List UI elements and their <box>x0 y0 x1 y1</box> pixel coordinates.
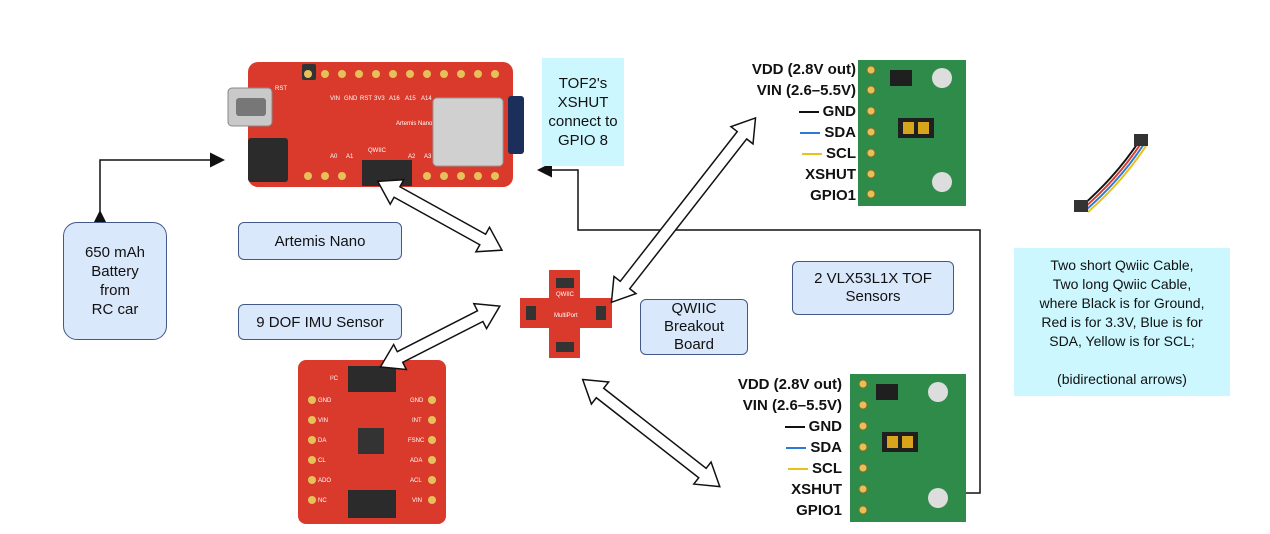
artemis-qwiic-text: QWIIC <box>368 148 387 154</box>
tof1-board <box>858 60 966 206</box>
tof2-pin-vin-text: VIN (2.6–5.5V) <box>742 397 842 414</box>
tof2-pin-vdd-text: VDD (2.8V out) <box>737 376 842 393</box>
tof2-pin-xshut-text: XSHUT <box>791 481 842 498</box>
tof2-pin-gpio1: GPIO1 <box>672 500 842 521</box>
tof1-pin-sda: SDA <box>686 122 856 143</box>
imu-left-pin-3: DA <box>318 438 326 444</box>
artemis-pin-a0: A0 <box>330 154 338 160</box>
gnd-line-swatch <box>798 111 819 114</box>
tof2-pin-scl: SCL <box>672 458 842 479</box>
tof2-board <box>850 374 966 522</box>
cable-note: Two short Qwiic Cable, Two long Qwiic Ca… <box>1014 248 1230 396</box>
imu-left-pin-4: CL <box>318 458 326 464</box>
imu-left-pin-1: GND <box>318 398 332 404</box>
tof2-pin-gnd-text: GND <box>808 418 842 435</box>
sda-line-swatch <box>800 132 821 135</box>
imu-right-pin-6: VIN <box>412 498 422 504</box>
tof1-pin-gpio1-text: GPIO1 <box>810 187 856 204</box>
tof1-pin-vin: VIN (2.6–5.5V) <box>686 80 856 101</box>
tof2-pin-sda: SDA <box>672 437 842 458</box>
artemis-pin-3v3: 3V3 <box>374 96 385 102</box>
artemis-pin-a15: A15 <box>405 96 416 102</box>
tof1-pin-gnd: GND <box>686 101 856 122</box>
imu-board: I²C GND VIN DA CL ADO NC GND INT FSNC AD… <box>298 360 446 524</box>
tof2-pin-scl-text: SCL <box>812 460 842 477</box>
artemis-rst-text: RST <box>275 86 287 92</box>
imu-right-pin-2: INT <box>412 418 422 424</box>
battery-connector <box>92 152 225 225</box>
arrow-multiport-tof2 <box>581 378 721 488</box>
battery-box: 650 mAh Battery from RC car <box>63 222 167 340</box>
imu-right-pin-4: ADA <box>410 458 422 464</box>
artemis-pin-a14: A14 <box>421 96 432 102</box>
tof1-pin-xshut: XSHUT <box>686 164 856 185</box>
tof1-pin-gnd-text: GND <box>822 103 856 120</box>
tof2-pin-xshut: XSHUT <box>672 479 842 500</box>
imu-left-pin-5: ADO <box>318 478 331 484</box>
imu-left-pin-6: NC <box>318 498 327 504</box>
tof1-pin-sda-text: SDA <box>824 124 856 141</box>
artemis-pin-gnd: GND <box>344 96 358 102</box>
tof2-pin-sda-text: SDA <box>810 439 842 456</box>
multiport-qwiic-text: QWIIC <box>556 292 575 298</box>
tof1-pin-scl: SCL <box>686 143 856 164</box>
imu-left-pin-2: VIN <box>318 418 328 424</box>
artemis-nano-board: RST VIN GND RST 3V3 A16 A15 A14 A0 A1 A2… <box>227 62 524 187</box>
qwiic-breakout-label: QWIIC Breakout Board <box>640 299 748 355</box>
artemis-nano-label: Artemis Nano <box>238 222 402 260</box>
qwiic-cable <box>1074 134 1148 213</box>
artemis-pin-vin: VIN <box>330 96 340 102</box>
tof1-pin-vdd-text: VDD (2.8V out) <box>751 61 856 78</box>
tof2-pin-vin: VIN (2.6–5.5V) <box>672 395 842 416</box>
artemis-pin-rst: RST <box>360 96 372 102</box>
tof1-pin-vdd: VDD (2.8V out) <box>686 59 856 80</box>
artemis-name-text: Artemis Nano <box>396 121 433 127</box>
tof2-pin-gpio1-text: GPIO1 <box>796 502 842 519</box>
tof2-pin-gnd: GND <box>672 416 842 437</box>
arrow-imu-multiport <box>379 302 502 371</box>
scl-line-swatch <box>802 153 822 156</box>
gnd-line-swatch <box>784 426 805 429</box>
artemis-pin-a3: A3 <box>424 154 432 160</box>
imu-right-pin-5: ACL <box>410 478 422 484</box>
scl-line-swatch <box>788 468 808 471</box>
tof1-pin-scl-text: SCL <box>826 145 856 162</box>
tof-sensors-label: 2 VLX53L1X TOF Sensors <box>792 261 954 315</box>
tof1-pin-gpio1: GPIO1 <box>686 185 856 206</box>
multiport-board: MultiPort QWIIC <box>520 270 612 358</box>
imu-right-pin-1: GND <box>410 398 424 404</box>
tof1-pin-xshut-text: XSHUT <box>805 166 856 183</box>
artemis-pin-a2: A2 <box>408 154 416 160</box>
xshut-note: TOF2's XSHUT connect to GPIO 8 <box>542 58 624 166</box>
arrow-artemis-multiport <box>376 178 504 253</box>
imu-sensor-label: 9 DOF IMU Sensor <box>238 304 402 340</box>
tof2-pin-vdd: VDD (2.8V out) <box>672 374 842 395</box>
arrow-multiport-tof1 <box>610 116 757 304</box>
imu-header-text: I²C <box>330 376 339 382</box>
imu-right-pin-3: FSNC <box>408 438 425 444</box>
artemis-pin-a16: A16 <box>389 96 400 102</box>
multiport-name-text: MultiPort <box>554 313 578 319</box>
artemis-pin-a1: A1 <box>346 154 354 160</box>
tof1-pin-vin-text: VIN (2.6–5.5V) <box>756 82 856 99</box>
sda-line-swatch <box>786 447 807 450</box>
